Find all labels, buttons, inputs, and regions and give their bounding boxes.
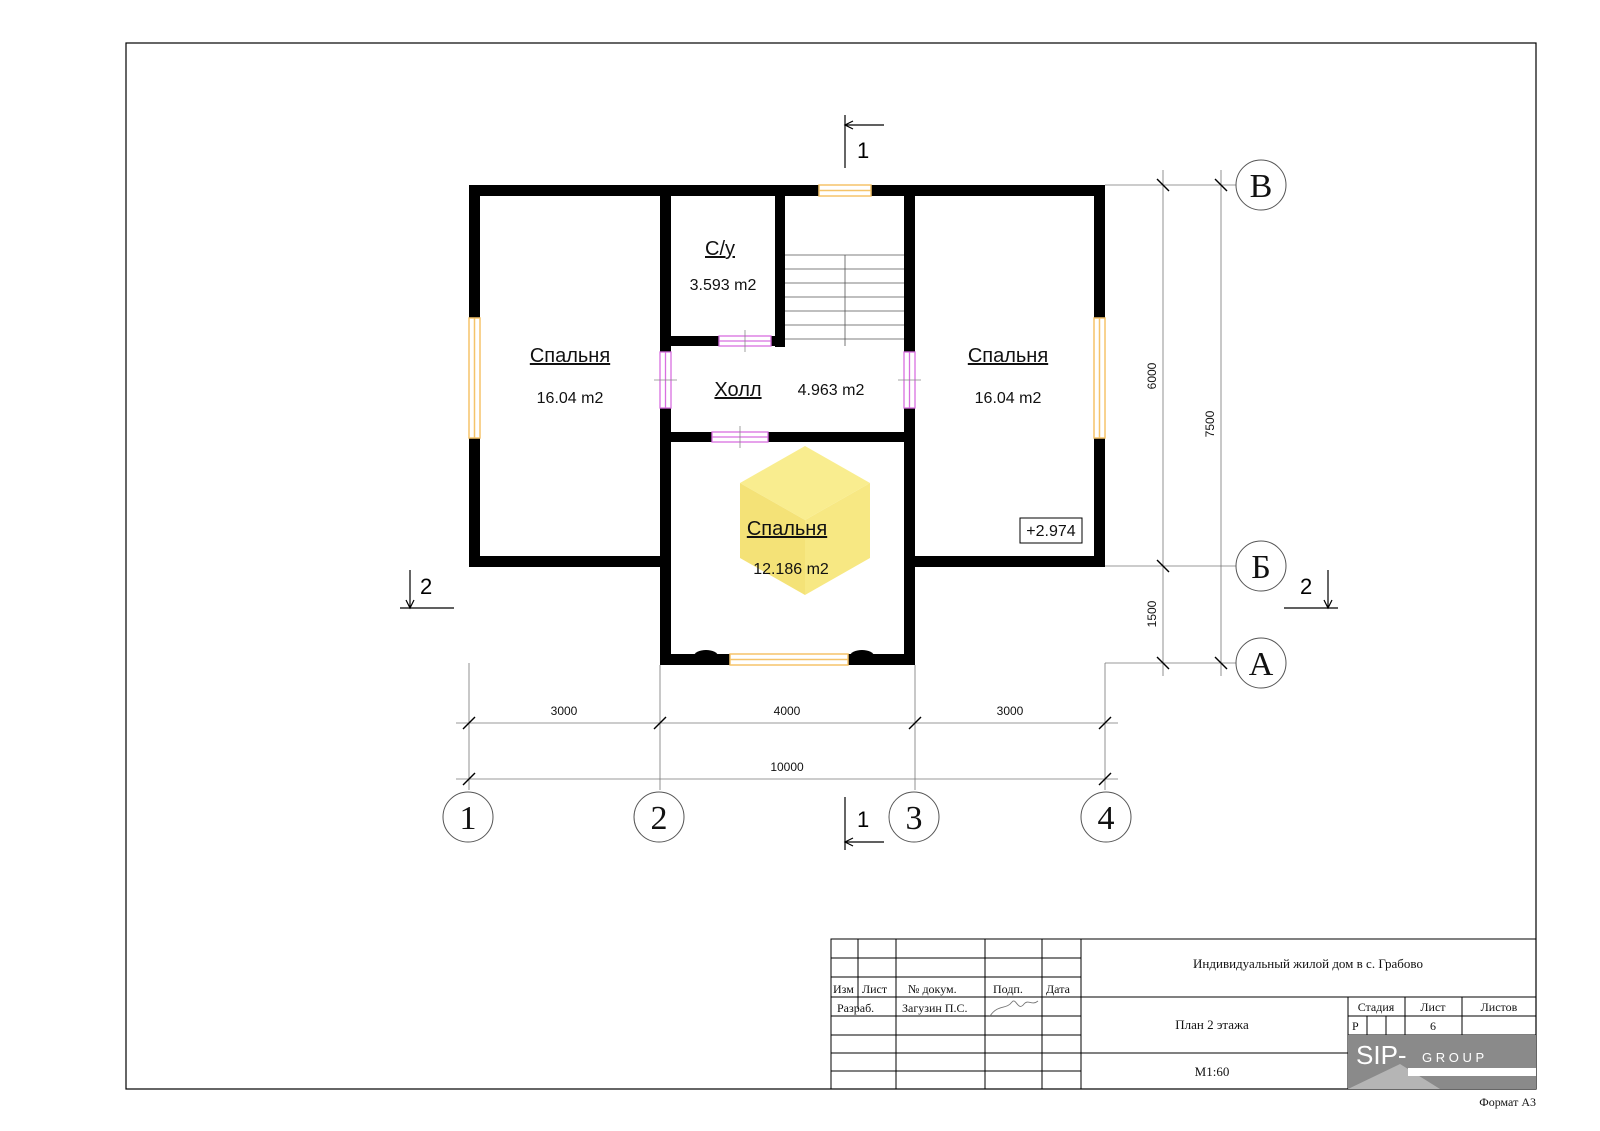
room-name-bedroom-left: Спальня [530, 345, 610, 367]
dimension-ticks-right [1156, 178, 1228, 670]
staircase [785, 254, 904, 346]
dim-bottom-seg-2: 4000 [774, 704, 801, 718]
walls [469, 185, 1105, 665]
tb-format: Формат А3 [1479, 1095, 1536, 1109]
company-logo: SIP- G R O U P [1348, 1035, 1536, 1089]
windows [468, 184, 1106, 666]
room-name-bedroom-center: Спальня [747, 518, 827, 540]
tb-role: Разраб. [837, 1001, 874, 1015]
tb-sheet-title: План 2 этажа [1175, 1017, 1249, 1032]
tb-col-doc: № докум. [908, 982, 957, 996]
signature [989, 1000, 1039, 1017]
tb-col-izm: Изм [833, 982, 854, 996]
room-area-bedroom-right: 16.04 m2 [975, 390, 1042, 407]
room-area-bedroom-center: 12.186 m2 [753, 561, 829, 578]
section-2-left-label: 2 [420, 574, 432, 599]
tb-col-list: Лист [862, 982, 888, 996]
tb-col-date: Дата [1046, 982, 1071, 996]
dimension-lines-right [1105, 170, 1240, 676]
tb-sheet-header: Лист [1420, 1000, 1446, 1014]
logo-text-main: SIP- [1356, 1040, 1407, 1070]
room-name-bathroom: С/у [705, 238, 735, 260]
watermark-cube [740, 446, 870, 595]
section-1-bottom-label: 1 [857, 807, 869, 832]
section-1-bottom [843, 797, 884, 850]
dim-right-seg-2: 1500 [1145, 600, 1159, 627]
dim-bottom-seg-3: 3000 [997, 704, 1024, 718]
dim-bottom-seg-1: 3000 [551, 704, 578, 718]
axis-bubbles [442, 159, 1287, 843]
section-1-top-label: 1 [857, 138, 869, 163]
section-2-right [1284, 570, 1338, 610]
tb-col-sign: Подп. [993, 982, 1023, 996]
room-area-hall: 4.963 m2 [798, 382, 865, 399]
axis-label-2: 2 [651, 800, 668, 837]
axis-label-b: Б [1251, 549, 1271, 586]
room-area-bedroom-left: 16.04 m2 [537, 390, 604, 407]
tb-sheets-header: Листов [1481, 1000, 1518, 1014]
axis-label-1: 1 [460, 800, 477, 837]
axis-label-3: 3 [906, 800, 923, 837]
logo-text-group: G R O U P [1422, 1050, 1484, 1065]
dimension-ticks-bottom [462, 716, 1112, 786]
tb-scale: М1:60 [1195, 1064, 1230, 1079]
room-area-bathroom: 3.593 m2 [690, 277, 757, 294]
tb-stage: Р [1352, 1019, 1359, 1033]
dim-right-seg-1: 6000 [1145, 362, 1159, 389]
dimension-lines-bottom [456, 662, 1125, 790]
section-2-right-label: 2 [1300, 574, 1312, 599]
doors [654, 330, 921, 448]
room-name-hall: Холл [714, 379, 761, 401]
tb-stage-header: Стадия [1358, 1000, 1395, 1014]
dim-right-total: 7500 [1203, 410, 1217, 437]
axis-label-a: А [1249, 646, 1274, 683]
dim-bottom-total: 10000 [770, 760, 804, 774]
tb-project: Индивидуальный жилой дом в с. Грабово [1193, 956, 1423, 971]
axis-label-v: В [1250, 168, 1273, 205]
tb-author: Загузин П.С. [902, 1001, 968, 1015]
level-mark-box [1019, 517, 1083, 544]
axis-label-4: 4 [1098, 800, 1115, 837]
section-1-top [843, 115, 884, 168]
section-2-left [400, 570, 454, 610]
column-marks [694, 650, 874, 662]
room-name-bedroom-right: Спальня [968, 345, 1048, 367]
level-mark: +2.974 [1026, 523, 1075, 540]
tb-sheet-number: 6 [1430, 1019, 1436, 1033]
